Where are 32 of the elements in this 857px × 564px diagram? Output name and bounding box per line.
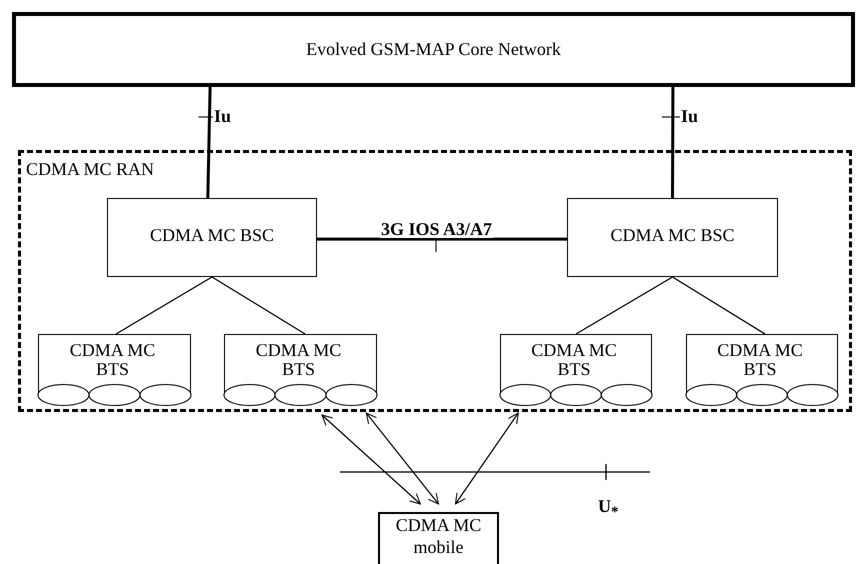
base-station-box: [224, 334, 377, 406]
edge-label: 3G IOS A3/A7: [380, 220, 494, 238]
connector-line: [116, 276, 212, 335]
node-label: CDMA MC RAN: [26, 160, 154, 179]
mobile-box: [378, 512, 499, 564]
connector-line: [317, 238, 567, 241]
core-network-box: [12, 12, 855, 87]
node-label: CDMA MC BTS: [68, 341, 156, 379]
connector-line: [671, 87, 674, 198]
base-station-box: [38, 334, 191, 406]
edge-label: Iu: [680, 107, 700, 125]
node-label: CDMA MC mobile: [394, 515, 482, 558]
edge-label: Iu: [213, 107, 232, 125]
arrow: [454, 412, 519, 504]
ran-group-box: [18, 150, 852, 412]
connector-line: [206, 86, 212, 198]
connector-line: [672, 276, 766, 335]
arrow: [366, 412, 439, 504]
node-label: CDMA MC BTS: [716, 341, 804, 379]
node-label: Evolved GSM-MAP Core Network: [306, 40, 561, 59]
base-station-box: [500, 334, 652, 406]
base-station-box: [686, 334, 838, 406]
connector-line: [212, 276, 306, 335]
node-label: CDMA MC BTS: [254, 341, 342, 379]
controller-box: [107, 198, 317, 277]
controller-box: [567, 198, 778, 277]
node-label: CDMA MC BTS: [530, 341, 618, 379]
arrow: [321, 414, 421, 504]
interface-label: U$_{*}$: [597, 497, 620, 521]
node-label: CDMA MC BSC: [150, 226, 274, 245]
connector-line: [576, 276, 673, 335]
node-label: CDMA MC BSC: [610, 226, 735, 245]
